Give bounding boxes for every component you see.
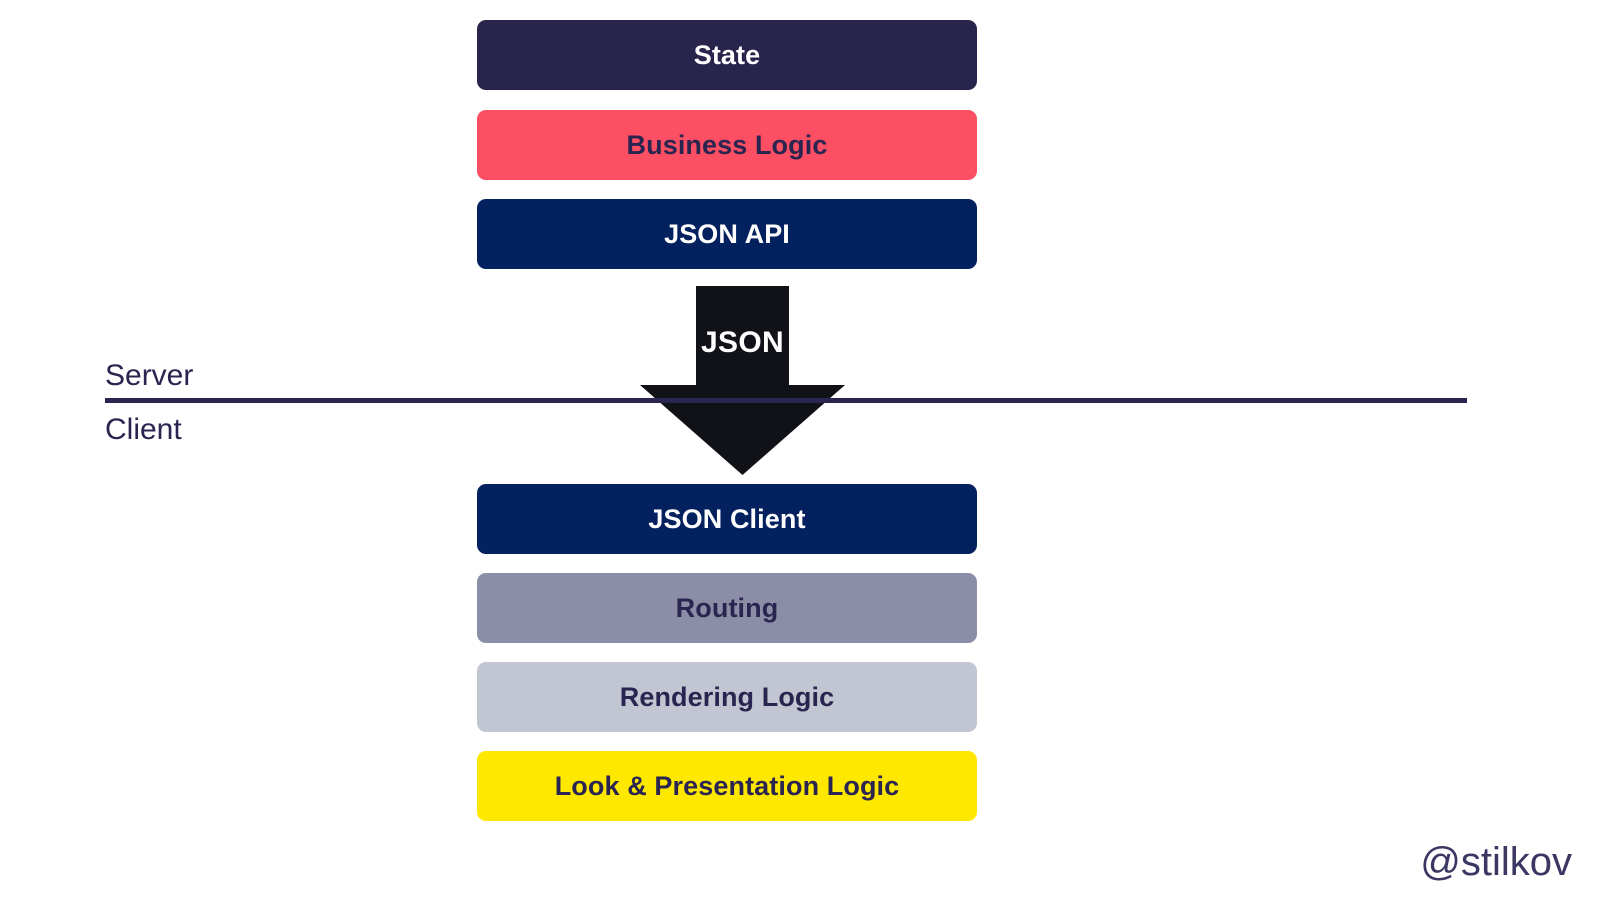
- layer-box-routing: Routing: [477, 573, 977, 643]
- server-client-divider: [105, 398, 1467, 403]
- layer-label-routing: Routing: [675, 592, 779, 623]
- down-arrow-icon: [640, 286, 845, 475]
- author-watermark: @stilkov: [1420, 840, 1572, 884]
- layer-label-look-presentation-logic: Look & Presentation Logic: [554, 770, 900, 801]
- layer-box-state: State: [477, 20, 977, 90]
- layer-label-json-api: JSON API: [664, 218, 790, 249]
- layer-box-rendering-logic: Rendering Logic: [477, 662, 977, 732]
- layer-label-business-logic: Business Logic: [626, 129, 828, 160]
- json-transfer-arrow: JSON: [630, 286, 855, 478]
- layer-box-look-presentation-logic: Look & Presentation Logic: [477, 751, 977, 821]
- layer-box-json-api: JSON API: [477, 199, 977, 269]
- boundary-label-server: Server: [105, 359, 194, 392]
- layer-box-json-client: JSON Client: [477, 484, 977, 554]
- layer-box-business-logic: Business Logic: [477, 110, 977, 180]
- layer-label-rendering-logic: Rendering Logic: [619, 681, 835, 712]
- boundary-label-client: Client: [105, 413, 182, 446]
- layer-label-json-client: JSON Client: [648, 503, 806, 534]
- layer-label-state: State: [693, 39, 761, 70]
